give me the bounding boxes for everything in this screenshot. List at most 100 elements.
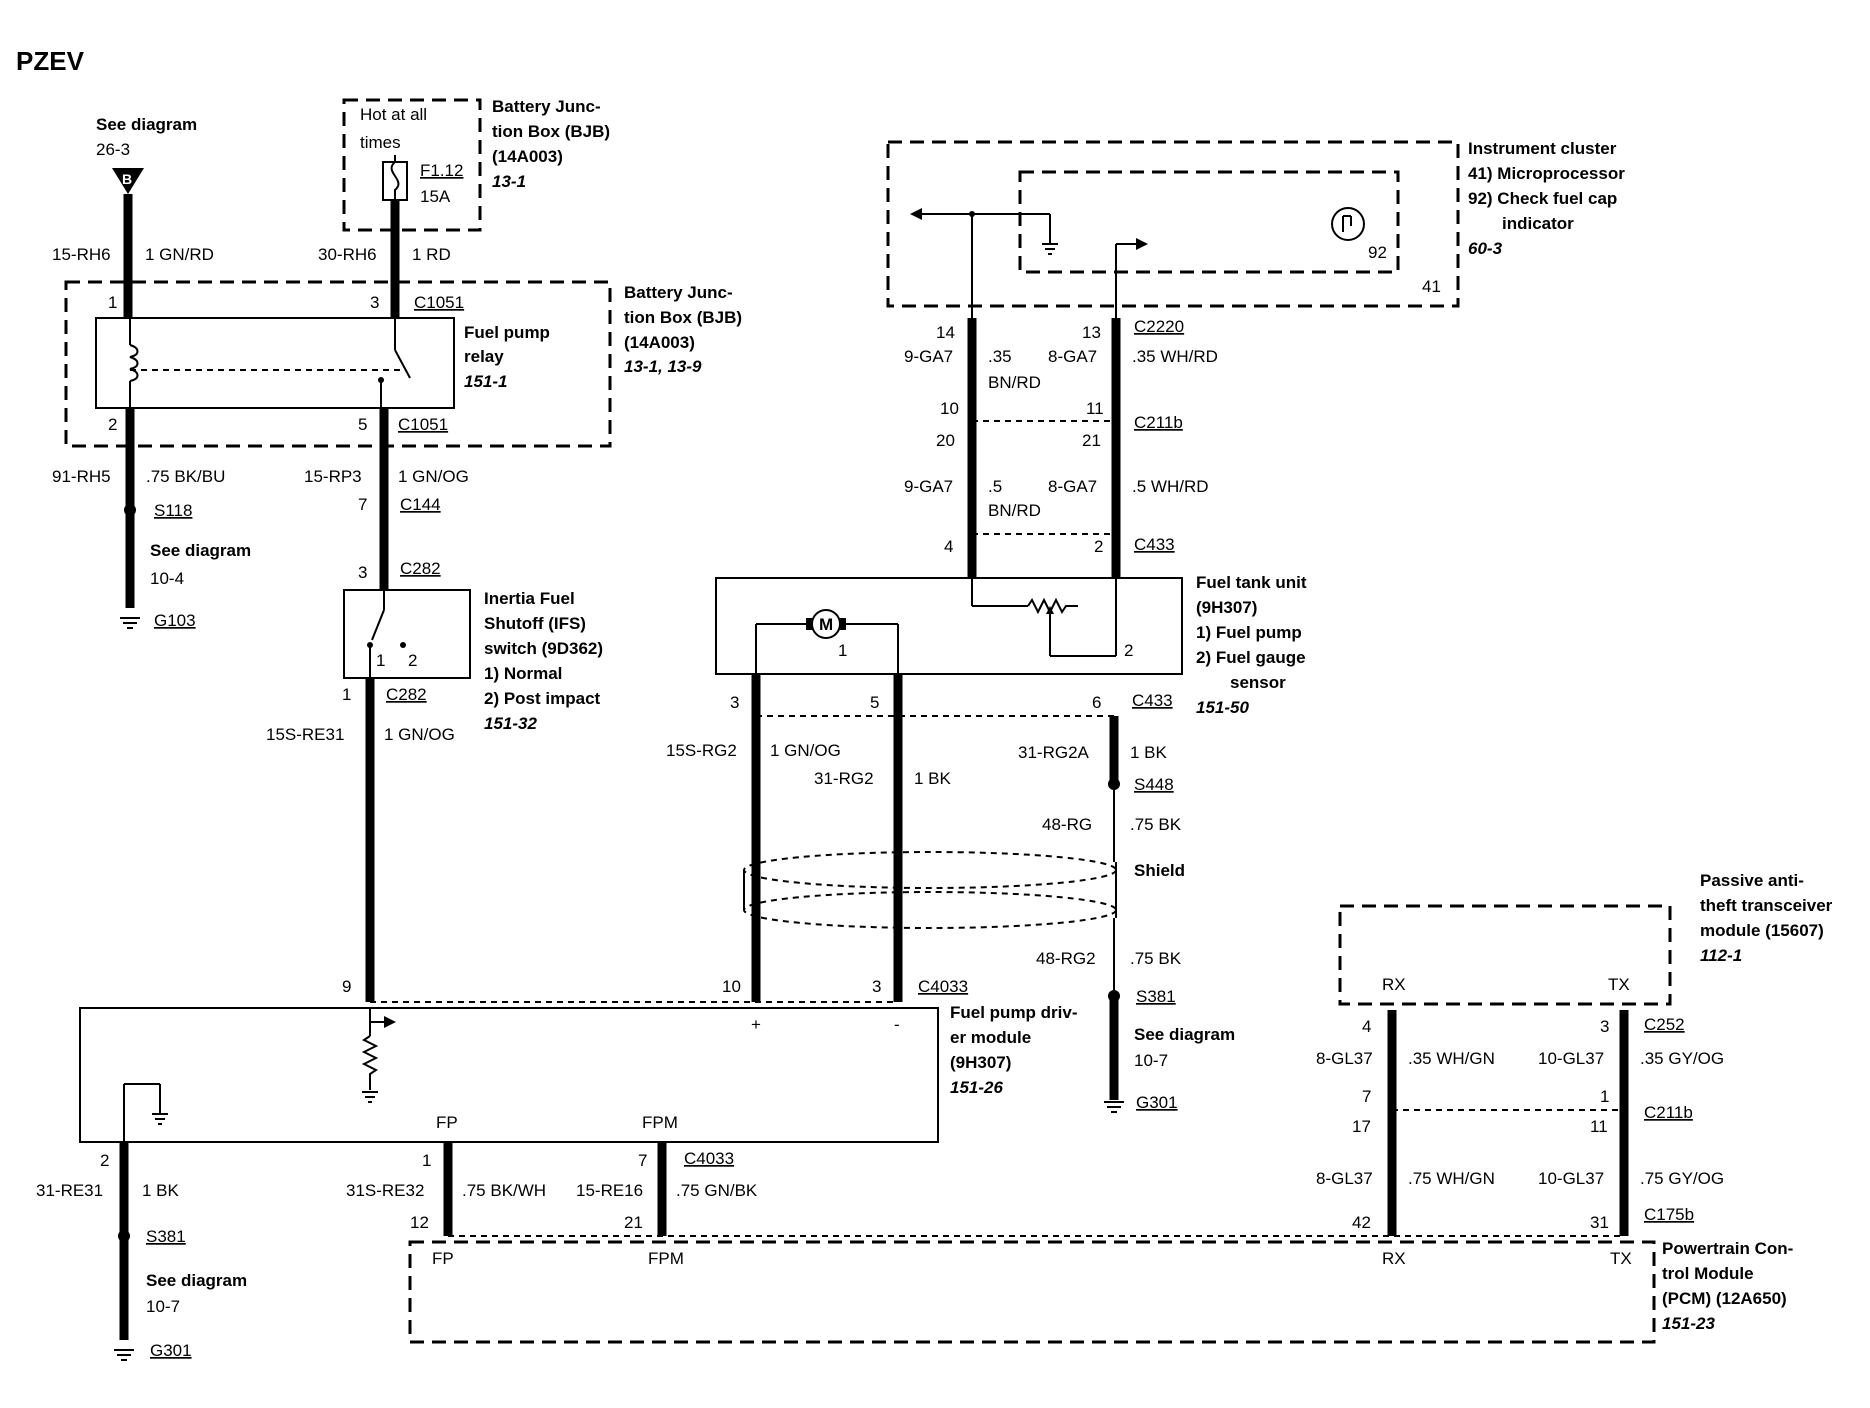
see-diagram-left: See diagram <box>146 1271 247 1290</box>
see-diagram-label: See diagram <box>96 115 197 134</box>
cluster-in-arrow-icon <box>1136 238 1148 250</box>
fpdm-out-connector: C4033 <box>684 1149 734 1168</box>
cluster-name-2: 41) Microprocessor <box>1468 164 1625 183</box>
pin-11: 11 <box>1086 399 1104 418</box>
cluster-name-1: Instrument cluster <box>1468 139 1617 158</box>
splice-s381-left-icon <box>118 1230 130 1242</box>
splice-s118: S118 <box>154 501 192 520</box>
page-title: PZEV <box>16 46 85 76</box>
connector-c144: C144 <box>400 495 441 514</box>
fpdm-out-pin-7: 7 <box>638 1151 647 1170</box>
wire-label-whgn-b: .75 WH/GN <box>1408 1169 1495 1188</box>
pin-2: 2 <box>1094 537 1103 556</box>
pin-7-c144: 7 <box>358 495 367 514</box>
pin-10: 10 <box>940 399 959 418</box>
pin-4: 4 <box>944 537 953 556</box>
circuit-31-rg2a: 31-RG2A <box>1018 743 1090 762</box>
circuit-31-re31: 31-RE31 <box>36 1181 103 1200</box>
wire-whrd-b: .5 WH/RD <box>1132 477 1209 496</box>
relay-name-2: relay <box>464 347 504 366</box>
ifs-pos-2: 2) Post impact <box>484 689 601 708</box>
circuit-8-gl37-b: 8-GL37 <box>1316 1169 1373 1188</box>
hot-at-all-times-2: times <box>360 133 401 152</box>
fpdm-sense-arrow <box>384 1016 396 1028</box>
shield-icon <box>743 851 1117 929</box>
circuit-15s-re31: 15S-RE31 <box>266 725 344 744</box>
circuit-15-rp3: 15-RP3 <box>304 467 362 486</box>
pats-tx: TX <box>1608 975 1630 994</box>
connector-c252: C252 <box>1644 1015 1685 1034</box>
tank-inner-1: 1 <box>838 641 847 660</box>
fpdm-name-2: er module <box>950 1028 1031 1047</box>
ground-g103: G103 <box>154 611 196 630</box>
check-fuel-cap-icon <box>1331 207 1365 241</box>
wire-bnrd-a: BN/RD <box>988 373 1041 392</box>
pin-14: 14 <box>936 323 955 342</box>
gauge-resistor-icon <box>1027 597 1078 615</box>
pats-ref: 112-1 <box>1700 946 1742 965</box>
see-diagram-ref: 26-3 <box>96 140 130 159</box>
fpdm-ground-icon <box>362 1091 378 1103</box>
pcm-rx: RX <box>1382 1249 1406 1268</box>
cluster-name-4: indicator <box>1502 214 1574 233</box>
bjb-relay-part: (14A003) <box>624 333 695 352</box>
cluster-label-92: 92 <box>1368 243 1387 262</box>
ifs-ref: 151-32 <box>484 714 537 733</box>
hot-at-all-times-1: Hot at all <box>360 105 427 124</box>
fuse-element <box>390 161 400 200</box>
pcm-tx: TX <box>1610 1249 1632 1268</box>
ground-g103-icon <box>120 617 140 629</box>
fpdm-fpm: FPM <box>642 1113 678 1132</box>
pcm-fpm: FPM <box>648 1249 684 1268</box>
fpdm-name-1: Fuel pump driv- <box>950 1003 1078 1022</box>
splice-s381-left: S381 <box>146 1227 186 1246</box>
pats-pin-11: 11 <box>1590 1117 1608 1136</box>
tank-connector-c433: C433 <box>1132 691 1173 710</box>
ground-g301-left: G301 <box>150 1341 192 1360</box>
circuit-15s-rg2: 15S-RG2 <box>666 741 737 760</box>
fpdm-fp: FP <box>436 1113 458 1132</box>
splice-s118-icon <box>124 504 136 516</box>
pump-brush-right <box>840 618 846 630</box>
ifs-connector-top: C282 <box>400 559 441 578</box>
pats-pin-1: 1 <box>1600 1087 1609 1106</box>
tank-pin-3: 3 <box>730 693 739 712</box>
fuse-id: F1.12 <box>420 161 463 180</box>
ground-g301-left-icon <box>114 1349 134 1361</box>
pats-rx: RX <box>1382 975 1406 994</box>
bjb-relay-name-2: tion Box (BJB) <box>624 308 742 327</box>
fuel-pump-relay <box>95 317 455 409</box>
circuit-48-rg2: 48-RG2 <box>1036 949 1096 968</box>
motor-letter: M <box>819 615 833 634</box>
wire-bnrd-b: BN/RD <box>988 501 1041 520</box>
relay-pin-5: 5 <box>358 415 367 434</box>
fuse-rating: 15A <box>420 187 451 206</box>
bjb-relay-ref: 13-1, 13-9 <box>624 357 702 376</box>
ground-g301-right-icon <box>1104 1101 1124 1113</box>
circuit-8-gl37-a: 8-GL37 <box>1316 1049 1373 1068</box>
connector-c211b-pats: C211b <box>1644 1103 1693 1122</box>
pcm-pin-42: 42 <box>1352 1213 1371 1232</box>
wire-label-31-rg2: 1 BK <box>914 769 952 788</box>
pin-13: 13 <box>1082 323 1101 342</box>
fpdm-resistor-icon <box>361 1035 379 1090</box>
circuit-8-ga7-b: 8-GA7 <box>1048 477 1097 496</box>
connector-c433-top: C433 <box>1134 535 1175 554</box>
wire-label-whgn-a: .35 WH/GN <box>1408 1049 1495 1068</box>
gauge-wiper-arrow <box>1046 606 1054 614</box>
cluster-ref: 60-3 <box>1468 239 1503 258</box>
pcm-pin-21: 21 <box>624 1213 643 1232</box>
relay-pin-1: 1 <box>108 293 117 312</box>
ifs-name-3: switch (9D362) <box>484 639 603 658</box>
pats-pin-4: 4 <box>1362 1017 1371 1036</box>
wire-label-15-rp3: 1 GN/OG <box>398 467 469 486</box>
tank-name-1: Fuel tank unit <box>1196 573 1307 592</box>
relay-coil-icon <box>129 344 139 382</box>
fpdm-plus: + <box>751 1015 761 1034</box>
pin-21: 21 <box>1082 431 1101 450</box>
circuit-9-ga7-b: 9-GA7 <box>904 477 953 496</box>
pats-pin-7: 7 <box>1362 1087 1371 1106</box>
wire-label-30-rh6: 1 RD <box>412 245 451 264</box>
wire-label-15-re16: .75 GN/BK <box>676 1181 758 1200</box>
